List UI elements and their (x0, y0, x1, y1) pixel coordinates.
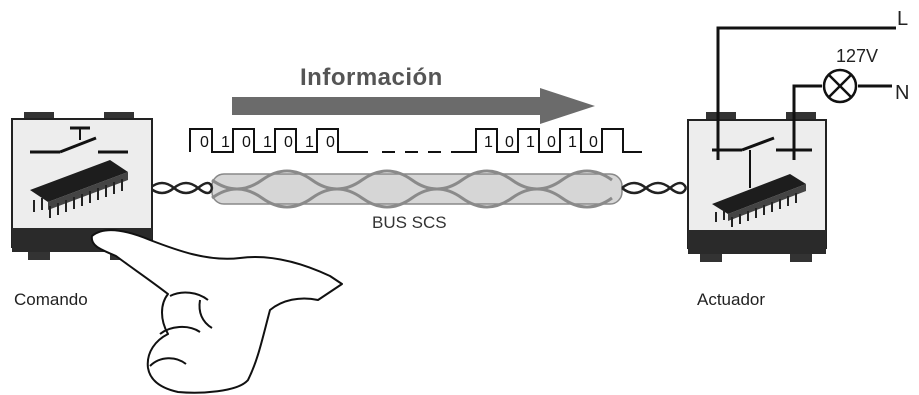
bit-label: 1 (305, 134, 314, 151)
actuador-chip-icon (712, 174, 806, 227)
bus-cable (149, 169, 688, 209)
actuador-device (687, 112, 827, 262)
bus-label: BUS SCS (372, 213, 447, 232)
actuador-label: Actuador (697, 290, 766, 309)
line-label: L (897, 8, 909, 30)
bit-label: 1 (263, 134, 272, 151)
bit-label: 0 (284, 134, 293, 151)
bit-label: 1 (221, 134, 230, 151)
comando-chip-icon (30, 160, 128, 218)
bit-label: 0 (326, 134, 335, 151)
bit-label: 1 (484, 134, 493, 151)
bit-label: 0 (242, 134, 251, 151)
comando-label: Comando (14, 290, 88, 309)
lamp-icon (822, 68, 858, 104)
power-wiring (716, 26, 896, 160)
bit-label: 1 (526, 134, 535, 151)
voltage-label: 127V (836, 46, 879, 66)
hand-icon (90, 229, 343, 394)
information-arrow (232, 88, 595, 124)
neutral-label: N (895, 82, 910, 104)
bit-label: 0 (505, 134, 514, 151)
signal-waveform-right (462, 128, 642, 153)
bit-label: 1 (568, 134, 577, 151)
bit-label: 0 (589, 134, 598, 151)
information-title: Información (300, 64, 443, 91)
bit-label: 0 (200, 134, 209, 151)
bit-label: 0 (547, 134, 556, 151)
signal-waveform-left (189, 128, 368, 153)
